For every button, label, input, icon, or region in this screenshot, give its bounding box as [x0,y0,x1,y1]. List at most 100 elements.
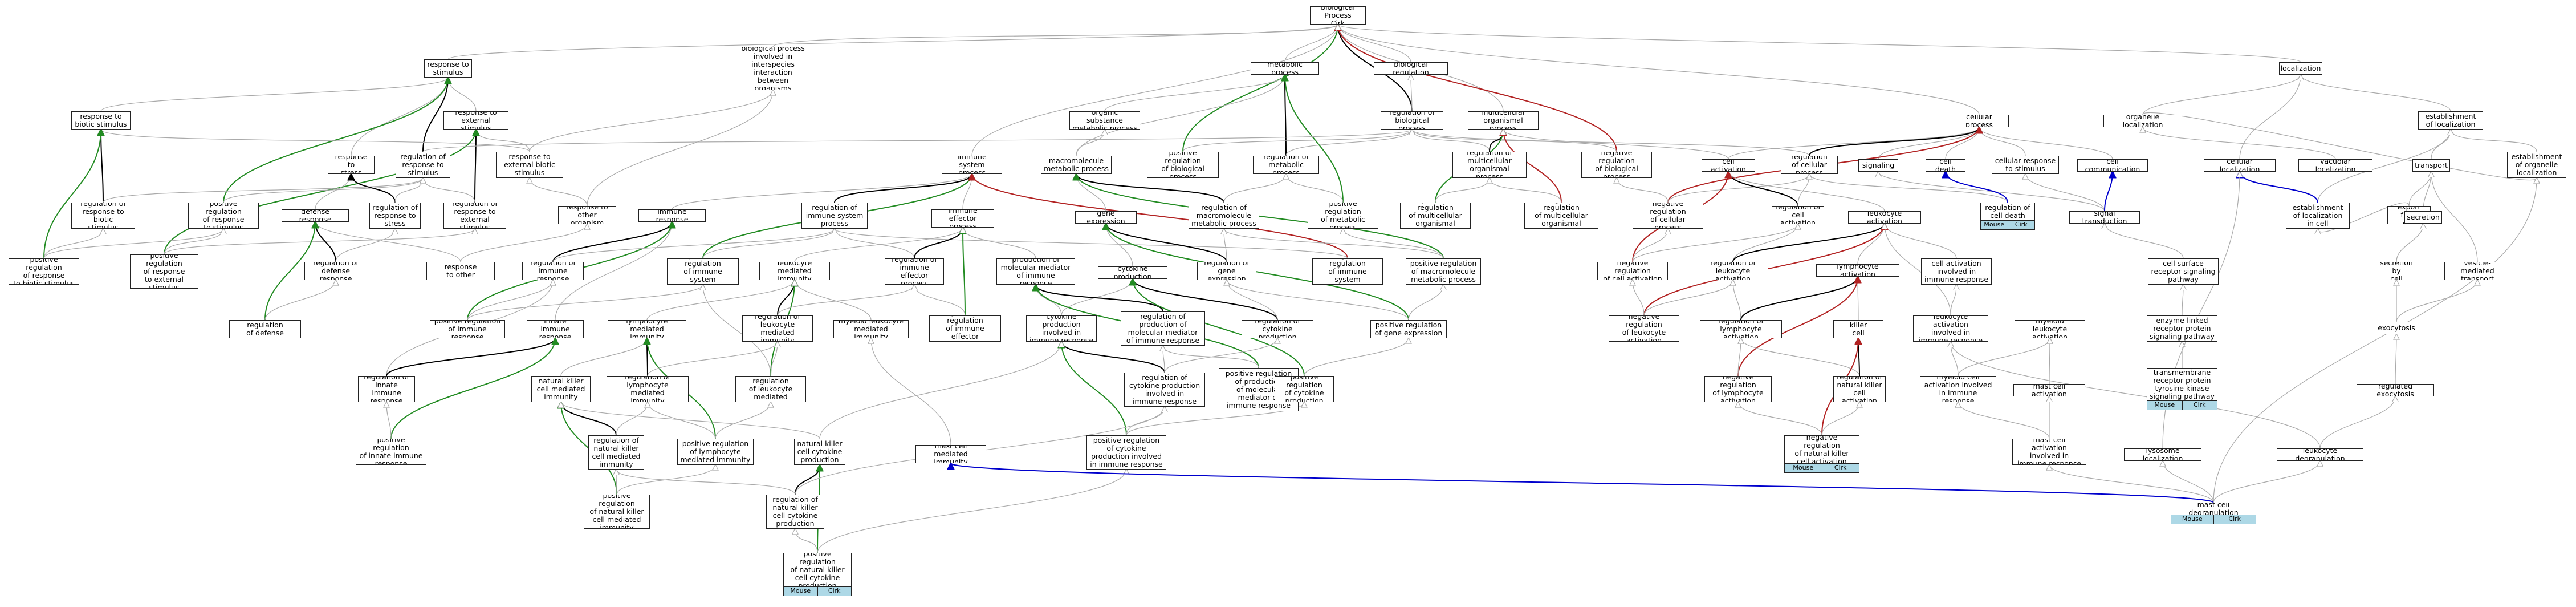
go-term-n0[interactable]: biological Process Cirk [1310,6,1366,25]
go-term-n44[interactable]: positive regulation of metabolic process [1308,203,1378,229]
go-term-n42[interactable]: gene expression [1075,211,1137,224]
go-term-n107[interactable]: regulation of natural killer cell mediat… [588,435,644,470]
go-term-n36[interactable]: regulation of response to stress [369,203,421,229]
go-term-n115[interactable]: leukocyte degranulation [2277,448,2363,461]
go-term-n108[interactable]: positive regulation of lymphocyte mediat… [677,439,754,465]
go-term-n22[interactable]: negative regulation of biological proces… [1581,152,1652,178]
go-term-n7[interactable]: response to external stimulus [443,111,508,130]
go-term-n83[interactable]: regulation of production of molecular me… [1121,311,1205,346]
go-term-n35[interactable]: defense response [282,209,349,222]
go-term-n59[interactable]: regulation of immune response [522,262,584,280]
go-term-n8[interactable]: organic substance metabolic process [1069,111,1140,130]
go-term-n97[interactable]: regulation of cytokine production involv… [1124,373,1205,407]
go-term-n102[interactable]: myeloid cell activation involved in immu… [1920,376,1996,402]
go-term-n33[interactable]: regulation of response to biotic stimulu… [71,203,135,229]
go-term-n13[interactable]: establishment of localization [2418,111,2483,130]
go-term-n96[interactable]: positive regulation of leukocyte mediate… [735,376,806,402]
go-term-n74[interactable]: vesicle-mediated transport [2444,262,2510,280]
go-term-n51[interactable]: signal transduction [2069,211,2140,224]
go-term-n110[interactable]: natural killer cell cytokine production [794,439,845,465]
go-term-n91[interactable]: enzyme-linked receptor protein signaling… [2147,315,2217,342]
go-term-n103[interactable]: mast cell activation [2013,384,2085,396]
go-term-n101[interactable]: regulation of natural killer cell activa… [1833,376,1886,402]
go-term-n50[interactable]: regulation of cell death [1980,203,2035,221]
go-term-n15[interactable]: regulation of response to stimulus [396,152,450,178]
go-term-n113[interactable]: mast cell activation involved in immune … [2012,439,2086,465]
go-term-n88[interactable]: natural killer cell activation [1833,320,1883,338]
go-term-n12[interactable]: organelle localization [2103,115,2182,127]
go-term-n64[interactable]: cytokine production [1098,266,1167,279]
go-term-n79[interactable]: regulation of leukocyte mediated immunit… [742,315,813,342]
go-term-n27[interactable]: cellular response to stimulus [1992,156,2059,174]
go-term-n72[interactable]: cell surface receptor signaling pathway [2148,258,2219,285]
go-term-n23[interactable]: cell activation [1702,159,1755,172]
go-term-n10[interactable]: multicellular organismal process [1468,111,1539,130]
go-term-n39[interactable]: immune response [638,209,706,222]
go-term-n67[interactable]: positive regulation of macromolecule met… [1406,258,1481,285]
go-term-n84[interactable]: regulation of cytokine production [1242,320,1313,338]
go-term-n112[interactable]: negative regulation of natural killer ce… [1784,435,1859,464]
go-term-n40[interactable]: regulation of immune system process [801,203,868,229]
go-term-n57[interactable]: regulation of defense response [304,262,367,280]
go-term-n104[interactable]: transmembrane receptor protein tyrosine … [2147,368,2217,401]
go-term-n18[interactable]: macromolecule metabolic process [1041,156,1112,174]
go-term-n62[interactable]: regulation of immune effector process [885,258,944,285]
go-term-n32[interactable]: establishment of organelle localization [2507,152,2566,178]
go-term-n73[interactable]: secretion by cell [2375,262,2418,280]
go-term-n24[interactable]: regulation of cellular process [1781,156,1838,174]
go-term-n87[interactable]: regulation of lymphocyte activation [1700,320,1782,338]
go-term-n68[interactable]: negative regulation of cell activation [1597,262,1668,280]
go-term-n26[interactable]: cell death [1926,159,1965,172]
go-term-n14[interactable]: response to stress [328,156,375,174]
go-term-n109[interactable]: mast cell mediated immunity [915,445,986,463]
go-term-n94[interactable]: natural killer cell mediated immunity [531,376,591,402]
go-term-n61[interactable]: leukocyte mediated immunity [759,262,830,280]
go-term-n5[interactable]: localization [2279,62,2322,75]
go-term-n99[interactable]: positive regulation of cytokine producti… [1275,376,1334,402]
go-term-n117[interactable]: regulation of natural killer cell cytoki… [766,495,824,529]
go-term-n20[interactable]: regulation of metabolic process [1253,156,1319,174]
go-term-n43[interactable]: regulation of macromolecule metabolic pr… [1189,203,1259,229]
go-term-n69[interactable]: regulation of leukocyte activation [1698,262,1768,280]
go-term-n45[interactable]: positive regulation of multicellular org… [1400,203,1471,229]
go-term-n82[interactable]: cytokine production involved in immune r… [1026,315,1097,342]
go-term-n111[interactable]: positive regulation of cytokine producti… [1086,435,1166,470]
go-term-n60[interactable]: positive regulation of immune system pro… [667,258,739,285]
go-term-n6[interactable]: response to biotic stimulus [71,111,131,130]
go-term-n41[interactable]: immune effector process [931,209,994,228]
go-term-n75[interactable]: positive regulation of defense response [229,320,301,338]
go-term-n52[interactable]: establishment of localization in cell [2286,203,2350,229]
go-term-n2[interactable]: biological process involved in interspec… [738,47,808,90]
go-term-n92[interactable]: exocytosis [2374,322,2419,334]
go-term-n114[interactable]: lysosome localization [2124,448,2201,461]
go-term-n93[interactable]: regulation of innate immune response [358,376,415,402]
go-term-n9[interactable]: regulation of biological process [1381,111,1443,130]
go-term-n1[interactable]: response to stimulus [424,59,472,78]
go-term-n37[interactable]: regulation of response to external stimu… [443,203,506,229]
go-term-n56[interactable]: positive regulation of response to exter… [130,254,198,289]
go-term-n100[interactable]: negative regulation of lymphocyte activa… [1704,376,1772,402]
go-term-n90[interactable]: myeloid leukocyte activation [2015,320,2085,338]
go-term-n34[interactable]: positive regulation of response to stimu… [188,203,259,229]
go-term-n29[interactable]: cellular localization [2204,159,2276,172]
go-term-n58[interactable]: defense response to other organism [426,262,495,280]
go-term-n66[interactable]: negative regulation of immune system pro… [1312,258,1383,285]
go-term-n95[interactable]: regulation of lymphocyte mediated immuni… [607,376,689,402]
go-term-n55[interactable]: positive regulation of response to bioti… [9,258,79,285]
go-term-n119[interactable]: positive regulation of natural killer ce… [783,553,852,587]
go-term-n85[interactable]: positive regulation of gene expression [1370,320,1447,338]
go-term-n78[interactable]: lymphocyte mediated immunity [608,320,686,338]
go-term-n31[interactable]: transport [2412,159,2450,172]
go-term-n54[interactable]: secretion [2404,211,2442,224]
go-term-n106[interactable]: positive regulation of innate immune res… [356,439,426,465]
go-term-n116[interactable]: positive regulation of natural killer ce… [584,495,650,529]
go-term-n48[interactable]: regulation of cell activation [1772,206,1824,224]
go-term-n49[interactable]: leukocyte activation [1848,211,1921,224]
go-term-n65[interactable]: regulation of gene expression [1197,262,1256,280]
go-term-n118[interactable]: mast cell degranulation [2171,503,2256,515]
go-term-n28[interactable]: cell communication [2077,159,2148,172]
go-term-n80[interactable]: myeloid leukocyte mediated immunity [833,320,909,338]
go-term-n105[interactable]: regulated exocytosis [2357,384,2434,396]
go-term-n38[interactable]: response to other organism [558,206,616,224]
go-term-n17[interactable]: immune system process [942,156,1002,174]
